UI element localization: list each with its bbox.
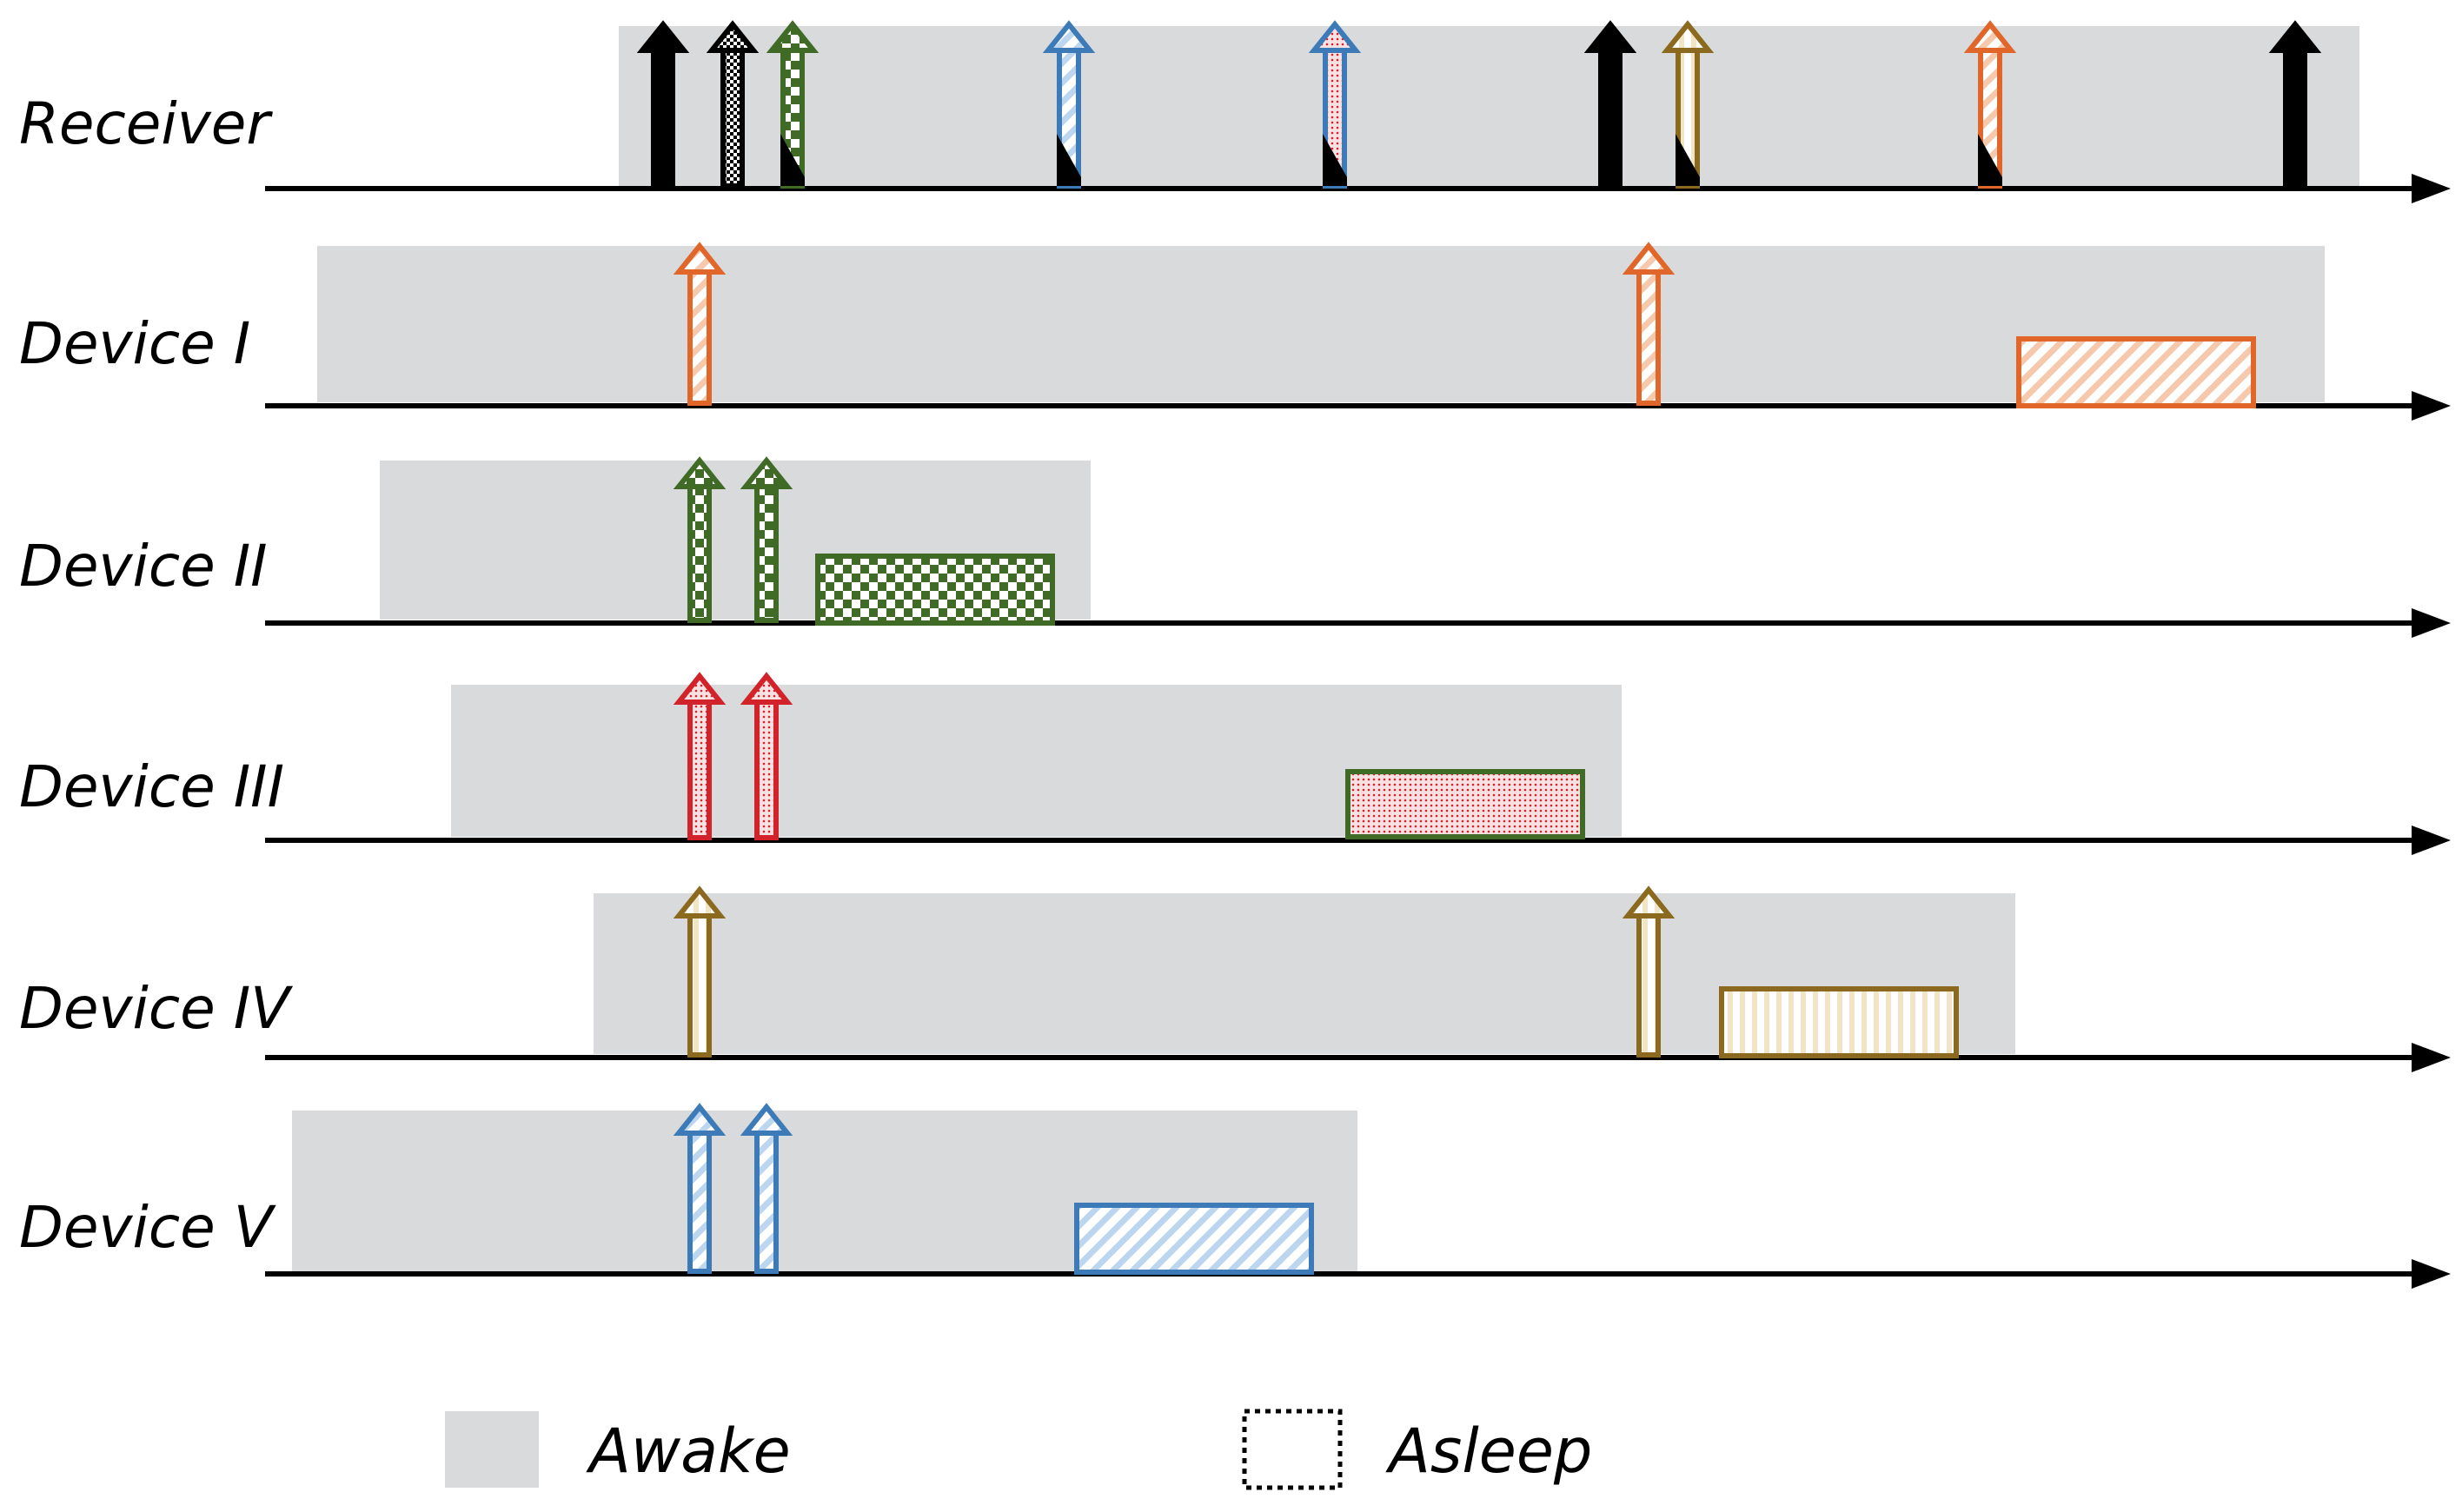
device-2-arrow-1: [673, 456, 727, 623]
row-label-receiver: Receiver: [19, 90, 273, 157]
device-3-axis: [265, 826, 2451, 855]
device-3-arrow-2: [740, 672, 793, 840]
receiver-ack-arrow-1: [636, 20, 690, 189]
device-1-arrow-2: [1622, 242, 1676, 406]
device-1-awake-period: [317, 246, 2325, 402]
device-2-data-block: [815, 554, 1055, 626]
row-label-device-4: Device IV: [19, 975, 293, 1042]
device-2-axis: [265, 608, 2451, 638]
receiver-device-5-arrow: [1042, 20, 1096, 189]
row-label-device-1: Device I: [19, 310, 250, 377]
receiver-device-4-arrow: [1661, 20, 1715, 189]
receiver-device-3-arrow: [1308, 20, 1362, 189]
receiver-device-1-arrow: [1963, 20, 2017, 189]
device-3-data-block: [1345, 769, 1585, 839]
row-label-device-2: Device II: [19, 533, 268, 600]
legend-asleep-label: Asleep: [1385, 1416, 1592, 1487]
device-4-arrow-2: [1622, 885, 1676, 1058]
receiver-ack-arrow-4: [2268, 20, 2322, 189]
receiver-ack-arrow-3: [1583, 20, 1637, 189]
device-3-arrow-1: [673, 672, 727, 840]
data-blocks: [815, 336, 2256, 1275]
device-5-axis: [265, 1259, 2451, 1289]
awake-periods: [292, 26, 2359, 1271]
receiver-awake-period: [619, 26, 2359, 187]
receiver-device-2-arrow: [766, 20, 820, 189]
device-4-data-block: [1719, 986, 1959, 1058]
device-5-data-block: [1074, 1203, 1314, 1275]
legend-asleep-swatch: [1242, 1409, 1343, 1490]
device-5-arrow-2: [740, 1103, 793, 1274]
row-label-device-3: Device III: [19, 753, 284, 820]
device-2-arrow-2: [740, 456, 793, 623]
legend-awake-swatch: [445, 1411, 539, 1488]
legend-awake-label: Awake: [586, 1416, 791, 1487]
device-4-axis: [265, 1043, 2451, 1072]
device-1-arrow-1: [673, 242, 727, 406]
receiver-ack-arrow-2: [706, 20, 760, 189]
row-label-device-5: Device V: [19, 1194, 276, 1261]
device-5-arrow-1: [673, 1103, 727, 1274]
device-1-data-block: [2016, 336, 2256, 408]
device-4-arrow-1: [673, 885, 727, 1058]
row-labels: Receiver Device I Device II Device III D…: [19, 90, 293, 1261]
transmission-arrows: [636, 20, 2322, 1274]
legend: Awake Asleep: [445, 1409, 1592, 1490]
